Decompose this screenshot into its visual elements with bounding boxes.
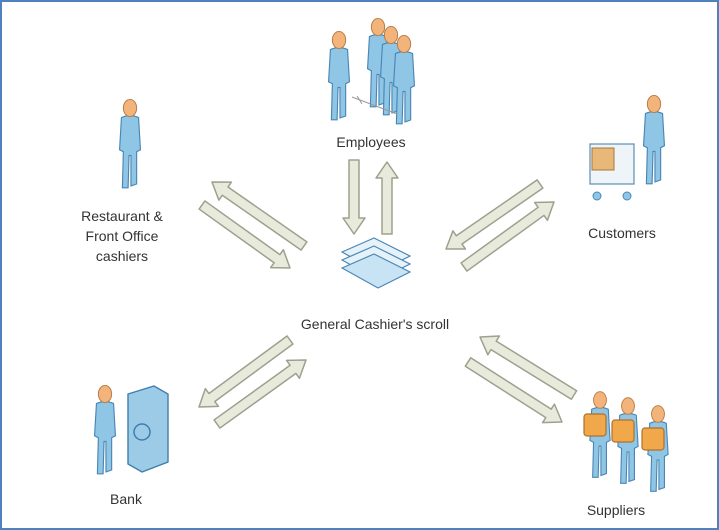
package-icon <box>641 427 665 451</box>
bank-vault-icon <box>127 385 169 473</box>
restaurant-cashier-icon <box>118 98 142 189</box>
documents-stack-icon <box>340 237 412 289</box>
label-restaurant-line1: Restaurant & <box>81 208 163 224</box>
arrow-restaurant-to-scroll <box>198 200 291 269</box>
employee-group-person-icon <box>392 34 416 125</box>
arrow-scroll-to-restaurant <box>211 181 308 251</box>
label-restaurant-line2: Front Office <box>85 228 159 244</box>
customer-person-icon <box>642 94 666 185</box>
shopping-cart-icon <box>589 143 635 201</box>
bank-person-icon <box>93 384 117 475</box>
package-icon <box>583 413 607 437</box>
package-icon <box>611 419 635 443</box>
arrow-scroll-to-employees <box>375 161 399 235</box>
label-customers: Customers <box>588 225 656 241</box>
arrow-customers-to-scroll <box>445 179 544 250</box>
arrow-scroll-to-bank <box>198 335 294 408</box>
arrow-employees-to-scroll <box>342 159 366 235</box>
label-general-cashiers-scroll: General Cashier's scroll <box>300 316 450 332</box>
label-suppliers: Suppliers <box>586 502 646 518</box>
arrow-bank-to-scroll <box>213 359 307 429</box>
employee-line-icon <box>351 95 398 115</box>
arrow-scroll-to-customers <box>460 201 555 272</box>
label-restaurant: Restaurant & Front Office cashiers <box>57 206 187 266</box>
arrow-scroll-to-suppliers <box>464 357 563 424</box>
label-restaurant-line3: cashiers <box>95 248 149 264</box>
label-employees: Employees <box>336 134 406 150</box>
employee-person-icon <box>327 30 351 121</box>
label-bank: Bank <box>110 491 142 507</box>
arrow-suppliers-to-scroll <box>479 335 578 401</box>
